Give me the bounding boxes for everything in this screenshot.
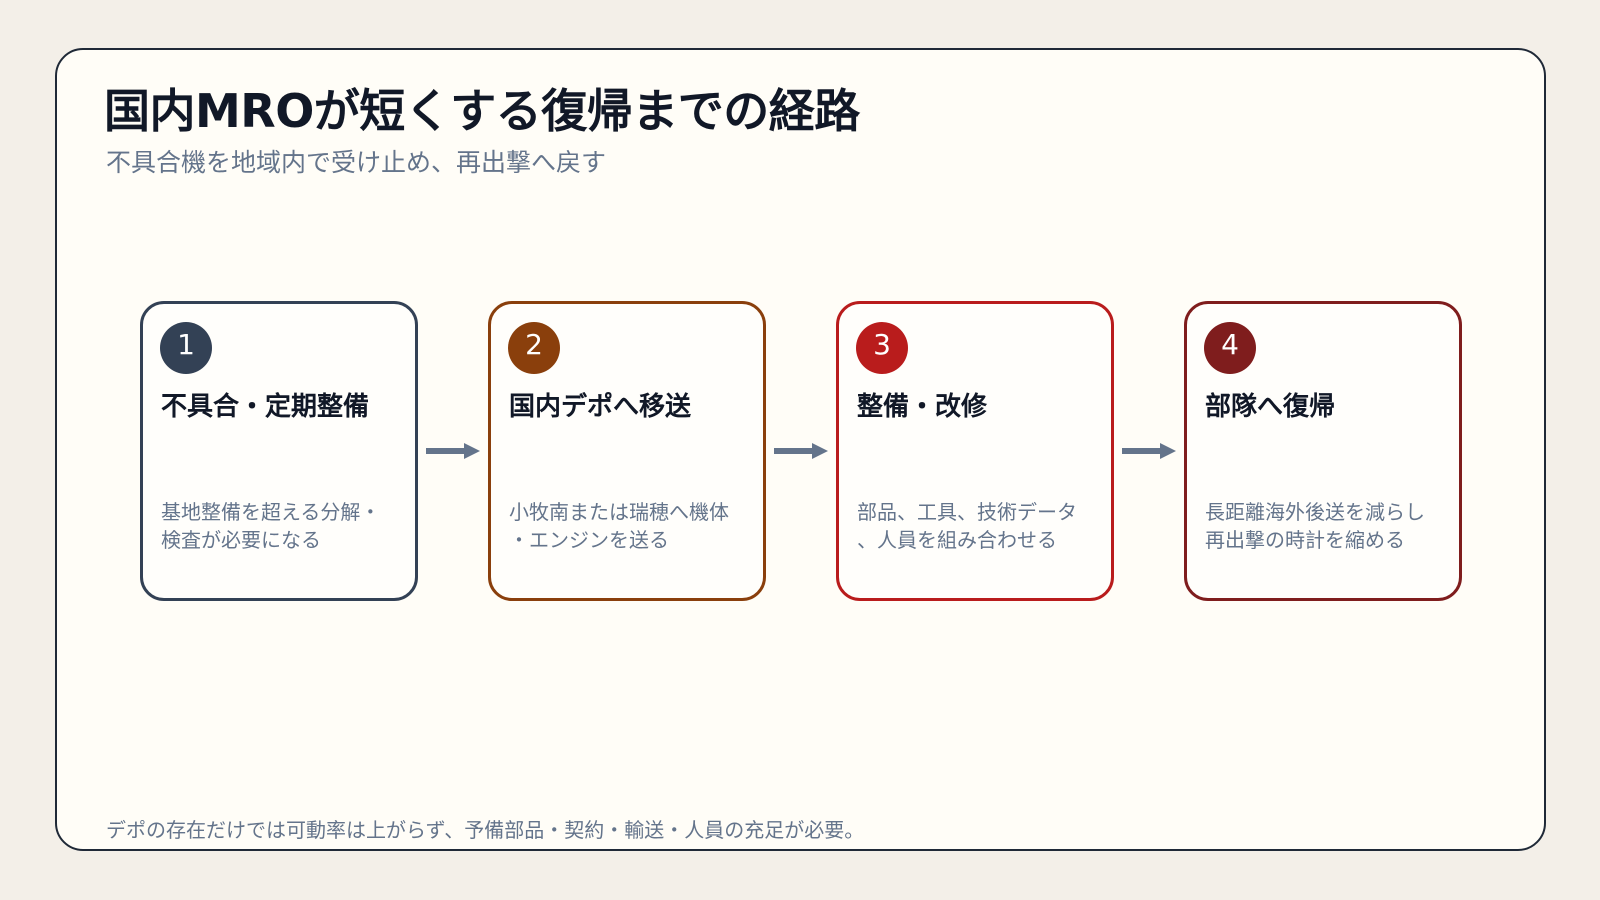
step-description-4-line-1: 長距離海外後送を減らし [1205,500,1425,524]
footer-note: デポの存在だけでは可動率は上がらず、予備部品・契約・輸送・人員の充足が必要。 [106,818,865,842]
step-description-4: 長距離海外後送を減らし 再出撃の時計を縮める [1205,498,1449,554]
step-card-2: 2 国内デポへ移送 小牧南または瑞穂へ機体 ・エンジンを送る [488,301,766,601]
step-card-3: 3 整備・改修 部品、工具、技術データ 、人員を組み合わせる [836,301,1114,601]
step-number-badge-3: 3 [856,322,908,374]
right-arrow-icon [774,439,828,463]
step-description-3-line-2: 、人員を組み合わせる [857,528,1057,552]
right-arrow-icon [1122,439,1176,463]
step-number-badge-1: 1 [160,322,212,374]
right-arrow-icon [426,439,480,463]
step-description-1-line-2: 検査が必要になる [161,528,321,552]
step-description-4-line-2: 再出撃の時計を縮める [1205,528,1405,552]
step-description-2-line-2: ・エンジンを送る [509,528,669,552]
step-description-1-line-1: 基地整備を超える分解・ [161,500,381,524]
step-description-1: 基地整備を超える分解・ 検査が必要になる [161,498,405,554]
step-title-4: 部隊へ復帰 [1205,392,1336,422]
step-description-3-line-1: 部品、工具、技術データ [857,500,1077,524]
step-title-3: 整備・改修 [857,392,988,422]
step-number-badge-4: 4 [1204,322,1256,374]
step-card-4: 4 部隊へ復帰 長距離海外後送を減らし 再出撃の時計を縮める [1184,301,1462,601]
step-title-2: 国内デポへ移送 [509,392,692,422]
step-description-2: 小牧南または瑞穂へ機体 ・エンジンを送る [509,498,753,554]
page-subtitle: 不具合機を地域内で受け止め、再出撃へ戻す [106,148,607,177]
step-description-3: 部品、工具、技術データ 、人員を組み合わせる [857,498,1101,554]
step-number-badge-2: 2 [508,322,560,374]
step-card-1: 1 不具合・定期整備 基地整備を超える分解・ 検査が必要になる [140,301,418,601]
step-title-1: 不具合・定期整備 [161,392,370,422]
step-description-2-line-1: 小牧南または瑞穂へ機体 [509,500,729,524]
page-title: 国内MROが短くする復帰までの経路 [104,84,860,138]
